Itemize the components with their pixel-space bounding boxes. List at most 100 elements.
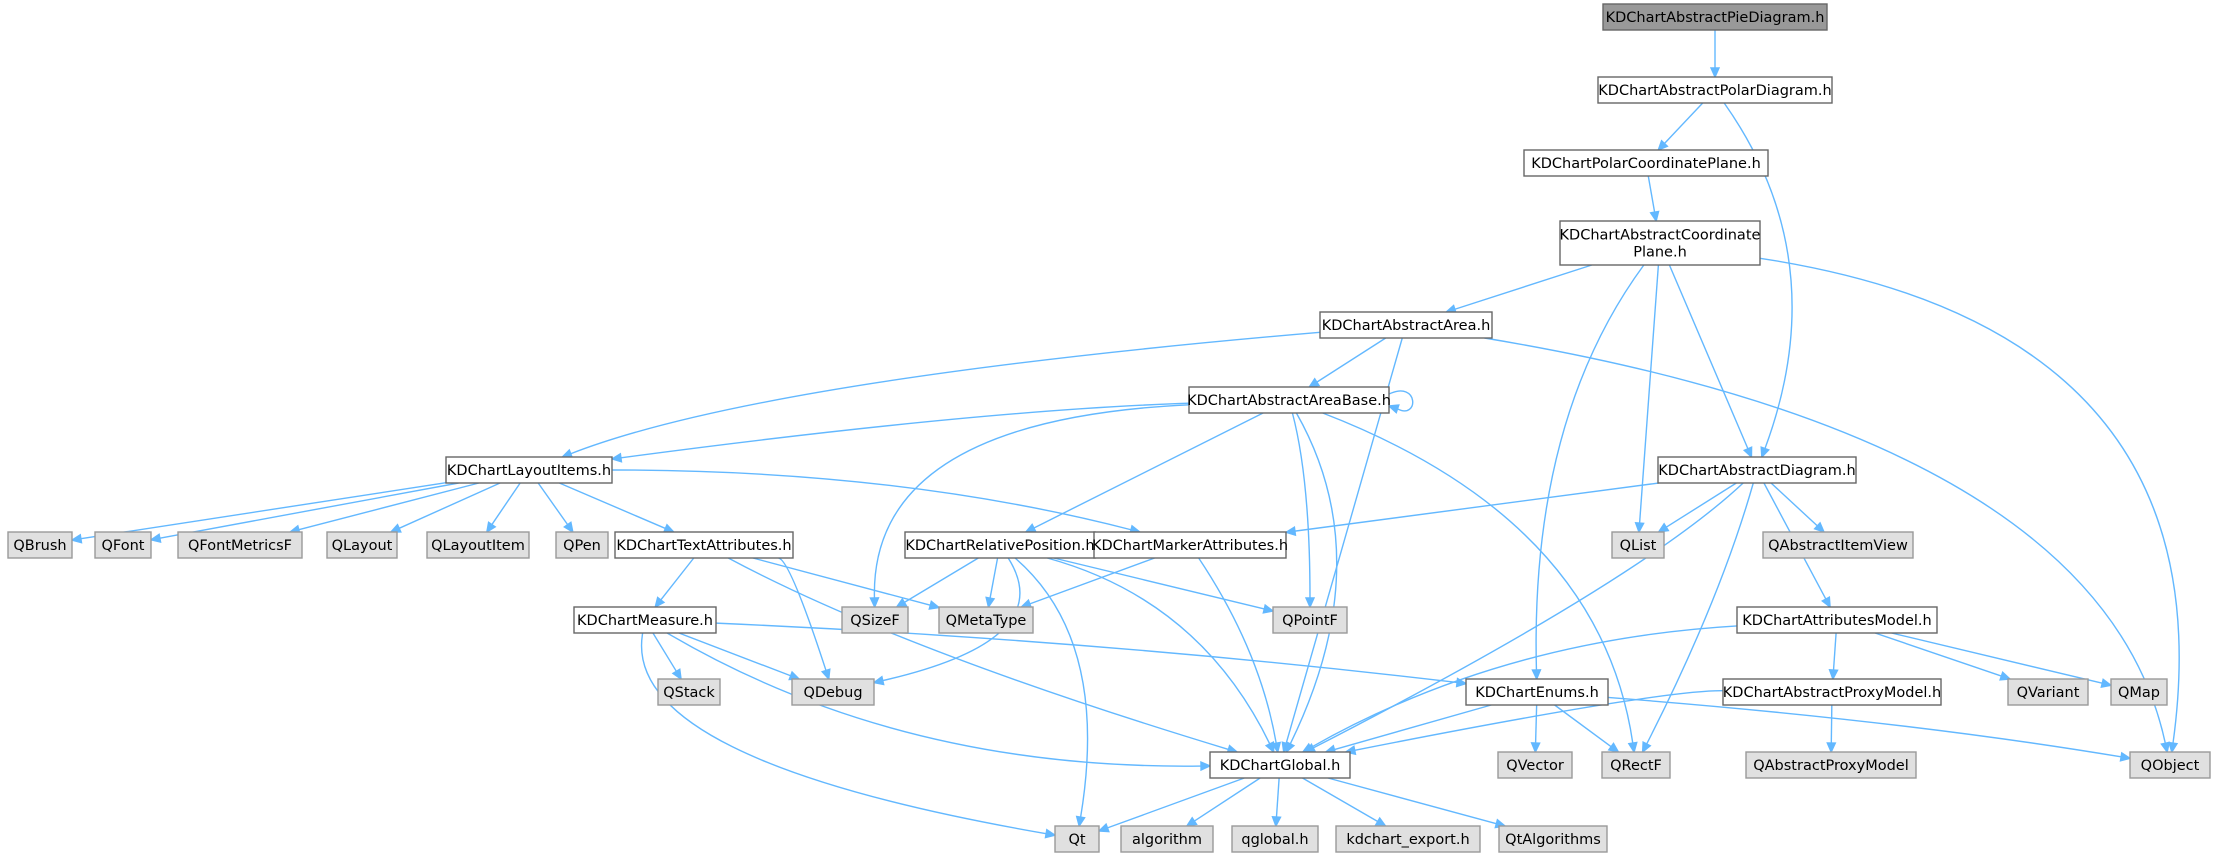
edge-relpos-to-QMetaType [989,557,999,599]
arrow-head-marker-to-global [1271,741,1282,754]
edge-coordplane-to-QList [1638,264,1660,524]
arrow-head-relpos-to-QMetaType [985,596,996,609]
arrow-head-diagram-to-QList [1657,522,1670,533]
node-attrmodel[interactable]: KDChartAttributesModel.h [1736,606,1938,634]
edge-measure-to-Qt [640,632,1047,835]
node-label: KDChartAbstractAreaBase.h [1187,393,1391,409]
node-label: KDChartLayoutItems.h [447,463,611,479]
arrow-head-relpos-to-QPointF [1262,603,1275,614]
node-layer: KDChartAbstractPieDiagram.hKDChartAbstra… [7,3,2211,853]
node-textattr[interactable]: KDChartTextAttributes.h [614,531,794,559]
edge-areabase-to-global [1289,412,1338,745]
node-box [2129,751,2211,779]
node-box [1498,825,1608,853]
node-polar[interactable]: KDChartAbstractPolarDiagram.h [1597,76,1833,104]
edge-layoutitems-to-QFontMetricsF [298,482,480,531]
node-label: qglobal.h [1241,832,1308,848]
node-label: QList [1620,538,1657,554]
node-label: QPointF [1282,613,1338,629]
arrow-head-attrmodel-to-proxymodel [1828,668,1839,681]
edge-textattr-to-global [727,557,1229,751]
node-label: QVector [1506,758,1564,774]
edge-coordplane-to-enums [1535,264,1645,671]
node-relpos[interactable]: KDChartRelativePosition.h [904,531,1096,559]
edge-diagram-to-QRectF [1646,482,1754,745]
node-box [1093,531,1287,559]
node-QObject: QObject [2129,751,2211,779]
arrow-head-areabase-to-relpos [1024,523,1037,533]
node-layoutitems[interactable]: KDChartLayoutItems.h [445,456,613,484]
edge-areabase-to-relpos [1033,412,1264,529]
node-areabase[interactable]: KDChartAbstractAreaBase.h [1187,386,1391,414]
node-QtAlgorithms: QtAlgorithms [1498,825,1608,853]
node-proxymodel[interactable]: KDChartAbstractProxyModel.h [1722,678,1942,706]
node-label: KDChartAbstractProxyModel.h [1723,685,1941,701]
node-diagram[interactable]: KDChartAbstractDiagram.h [1657,456,1857,484]
node-enums[interactable]: KDChartEnums.h [1465,678,1609,706]
node-label: QDebug [803,685,862,701]
node-QBrush: QBrush [7,531,73,559]
edge-global-to-QtAlgorithms [1327,777,1497,825]
node-label: QMetaType [946,613,1027,629]
node-qglobal: qglobal.h [1231,825,1319,853]
node-label: QSizeF [850,613,900,629]
node-label: QAbstractItemView [1768,538,1908,554]
node-box [1335,825,1481,853]
edge-textattr-to-QDebug [778,557,827,671]
node-box [1736,606,1938,634]
node-marker[interactable]: KDChartMarkerAttributes.h [1092,531,1288,559]
edge-layoutitems-to-QPen [537,482,569,526]
node-label: QLayout [332,538,393,554]
node-QAbstractProxyModel: QAbstractProxyModel [1745,751,1917,779]
edge-global-to-qglobal [1275,777,1280,818]
edge-marker-to-global [1198,557,1277,744]
edge-polar-to-polarplane [1663,102,1704,144]
node-kdchart_export: kdchart_export.h [1335,825,1481,853]
edge-marker-to-QMetaType [1029,557,1155,605]
edge-areabase-to-QRectF [1322,412,1634,744]
node-label: algorithm [1132,832,1202,848]
node-measure[interactable]: KDChartMeasure.h [573,606,717,634]
node-box [1120,825,1214,853]
edge-attrmodel-to-QVariant [1874,632,2002,677]
arrow-head-area-to-QObject [2160,741,2171,754]
node-polarplane[interactable]: KDChartPolarCoordinatePlane.h [1523,149,1769,177]
arrow-head-enums-to-QRectF [1607,742,1620,754]
edge-global-to-kdchart_export [1302,777,1379,823]
arrow-head-attrmodel-to-QMap [2100,678,2113,689]
edge-textattr-to-measure [660,557,695,601]
edge-diagram-to-QList [1665,482,1737,528]
edge-measure-to-QStack [652,632,677,672]
edge-proxymodel-to-QAbstractProxyModel [1830,704,1833,744]
arrow-head-diagram-to-QAbstractItemView [1813,521,1826,534]
arrow-head-global-to-Qt [1097,822,1110,833]
node-label: QVariant [2017,685,2080,701]
node-pie[interactable]: KDChartAbstractPieDiagram.h [1602,3,1828,31]
edge-enums-to-QObject [1607,696,2122,758]
node-area[interactable]: KDChartAbstractArea.h [1319,311,1493,339]
node-QLayout: QLayout [326,531,398,559]
edge-area-to-QObject [1484,337,2166,744]
edge-layoutitems-to-marker [611,469,1132,531]
node-box [1597,76,1833,104]
arrow-head-relpos-to-Qt [1075,815,1086,828]
arrow-head-layoutitems-to-textattr [662,523,676,533]
node-label: QFontMetricsF [188,538,292,554]
edge-coordplane-to-QObject [1759,257,2180,744]
node-QFontMetricsF: QFontMetricsF [177,531,303,559]
node-label: QAbstractProxyModel [1753,758,1909,774]
arrow-head-areabase-to-QRectF [1627,741,1638,754]
edge-global-to-algorithm [1193,777,1261,822]
edge-layer [70,30,2180,839]
node-box [2110,678,2168,706]
edge-measure-to-global [666,632,1202,767]
node-global[interactable]: KDChartGlobal.h [1209,751,1351,779]
edge-diagram-to-QAbstractItemView [1770,482,1818,527]
arrow-head-pie-to-polar [1709,67,1721,79]
node-label: QtAlgorithms [1505,832,1601,848]
node-box [657,678,721,706]
arrow-head-polar-to-polarplane [1657,139,1669,152]
edge-enums-to-QRectF [1554,704,1612,748]
